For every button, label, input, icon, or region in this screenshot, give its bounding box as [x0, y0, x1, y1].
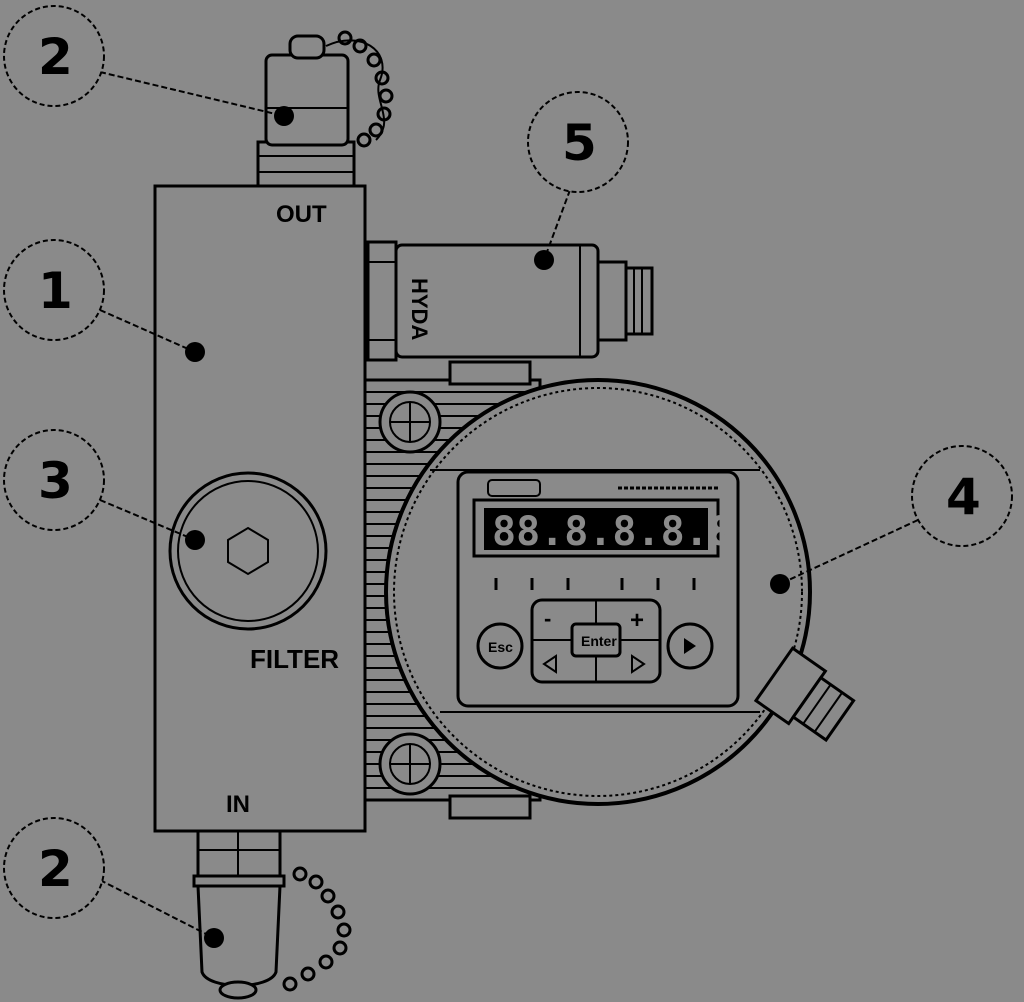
minus-button[interactable]: - — [544, 606, 551, 631]
out-port-label: OUT — [276, 201, 327, 228]
svg-text:3: 3 — [38, 452, 73, 510]
callout-5: 5 — [527, 91, 629, 193]
led-digits: 88.8.8.8.8 — [492, 509, 733, 555]
right-arrow-icon[interactable] — [631, 654, 646, 674]
sensor-probe: HYDA — [366, 240, 654, 362]
plus-button[interactable]: + — [630, 607, 644, 634]
svg-text:Esc: Esc — [488, 639, 513, 655]
enter-button-label: Enter — [581, 633, 617, 649]
leader-dots — [185, 106, 790, 948]
in-port-label: IN — [226, 791, 250, 818]
svg-text:2: 2 — [38, 840, 73, 898]
callout-4: 4 — [911, 445, 1013, 547]
enter-button[interactable] — [570, 622, 622, 658]
center-keypad: Enter - + — [530, 598, 662, 684]
bottom-port-coupling — [192, 829, 352, 1000]
esc-button[interactable]: Esc — [476, 622, 524, 670]
callout-2-top: 2 — [3, 5, 105, 107]
svg-text:4: 4 — [946, 468, 981, 526]
filter-block: OUT FILTER IN — [153, 184, 367, 833]
status-leds — [494, 578, 696, 590]
right-round-button[interactable] — [666, 622, 714, 670]
callout-1: 1 — [3, 239, 105, 341]
leader-lines — [99, 71, 919, 939]
svg-text:5: 5 — [562, 114, 597, 172]
mounting-bolt-bottom — [378, 732, 442, 796]
mounting-bolt-top — [378, 390, 442, 454]
svg-text:2: 2 — [38, 28, 73, 86]
callout-3: 3 — [3, 429, 105, 531]
led-digits-bg — [484, 508, 708, 550]
svg-text:1: 1 — [38, 262, 73, 320]
filter-label: FILTER — [250, 644, 339, 674]
sensor-brand-text: HYDA — [407, 278, 432, 340]
brand-badge — [487, 479, 541, 497]
left-arrow-icon[interactable] — [542, 654, 557, 674]
callout-2-bottom: 2 — [3, 817, 105, 919]
display-unit: 88.8.8.8.8 Esc Enter - + — [384, 378, 856, 806]
filter-cap — [168, 471, 328, 631]
display-connector — [753, 646, 856, 743]
